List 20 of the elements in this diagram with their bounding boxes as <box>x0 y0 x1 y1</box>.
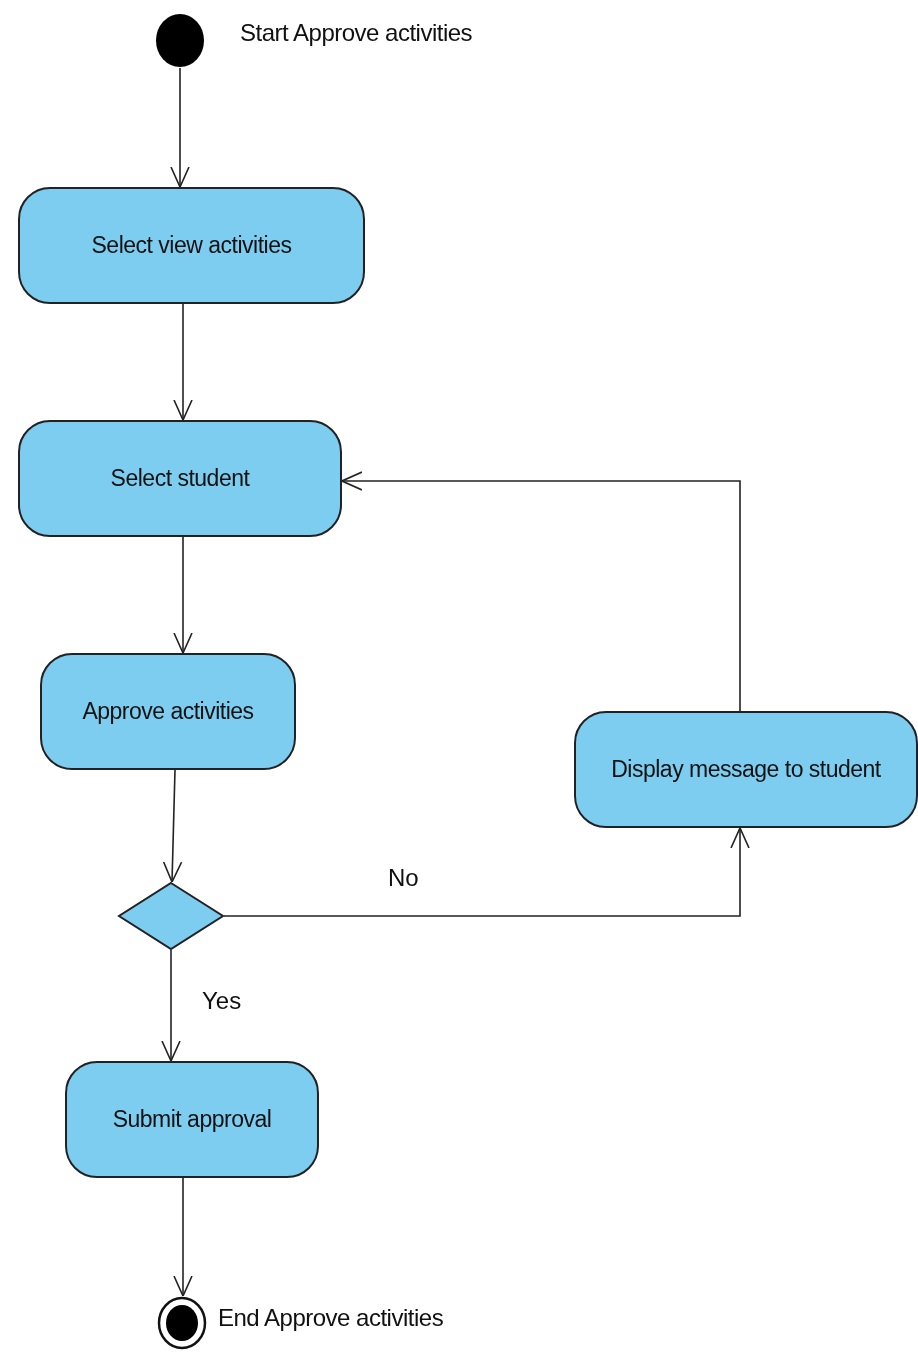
arrow <box>170 67 190 188</box>
node-caption: Start Approve activities <box>240 19 473 47</box>
activity-box <box>574 711 918 828</box>
arrow <box>173 1177 193 1297</box>
activity-label: Approve activities <box>82 698 254 725</box>
activity-label: Submit approval <box>112 1106 272 1133</box>
node-caption: End Approve activities <box>218 1304 444 1332</box>
activity-box <box>40 653 296 770</box>
arrow <box>173 303 193 421</box>
activity-label: Select student <box>110 465 250 492</box>
activity-box <box>65 1061 319 1178</box>
arrow <box>223 827 750 917</box>
activity-box <box>18 420 342 537</box>
arrow <box>341 471 741 712</box>
arrow <box>173 536 193 654</box>
arrow <box>162 769 183 883</box>
activity-label: Select view activities <box>91 232 292 259</box>
activity-box <box>18 187 365 304</box>
activity-label: Display message to student <box>611 756 881 783</box>
arrow <box>161 949 181 1062</box>
